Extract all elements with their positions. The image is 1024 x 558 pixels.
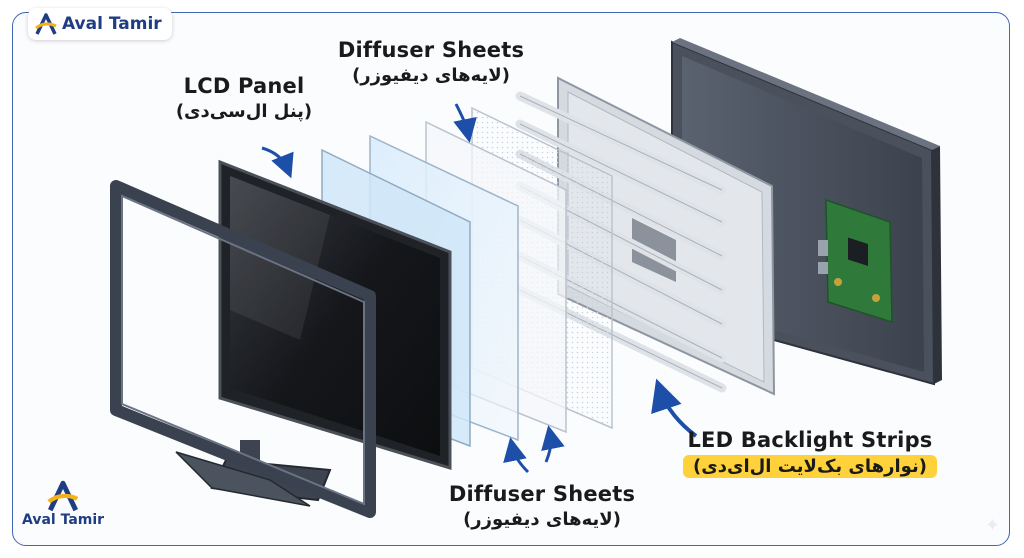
brand-name: Aval Tamir [22,512,105,528]
label-diffuser-bottom-en: Diffuser Sheets [448,482,636,506]
letter-a-logo-icon [35,13,57,35]
label-lcd-panel-fa: (پنل ال‌سی‌دی) [175,101,313,122]
label-lcd-panel-en: LCD Panel [183,74,305,98]
brand-badge-top: Aval Tamir [28,8,172,40]
label-lcd-panel: LCD Panel (پنل ال‌سی‌دی) [156,74,332,122]
front-bezel [110,180,376,518]
circuit-board [818,198,893,324]
label-led-strips-fa: (نوارهای بک‌لایت ال‌ای‌دی) [683,455,937,478]
sparkle-icon: ✦ [984,515,1000,536]
callout-arrows [261,103,698,474]
brand-name: Aval Tamir [62,14,162,34]
lcd-panel [218,159,452,471]
brand-badge-bottom: Aval Tamir [22,480,104,528]
label-diffuser-bottom: Diffuser Sheets (لایه‌های دیفیوزر) [428,482,656,530]
label-diffuser-top: Diffuser Sheets (لایه‌های دیفیوزر) [318,38,544,86]
label-diffuser-top-fa: (لایه‌های دیفیوزر) [352,65,510,86]
label-diffuser-top-en: Diffuser Sheets [337,38,525,62]
label-diffuser-bottom-fa: (لایه‌های دیفیوزر) [463,509,621,530]
letter-a-logo-icon [47,480,79,512]
label-led-strips: LED Backlight Strips (نوارهای بک‌لایت ال… [664,428,956,478]
label-led-strips-en: LED Backlight Strips [687,428,933,452]
